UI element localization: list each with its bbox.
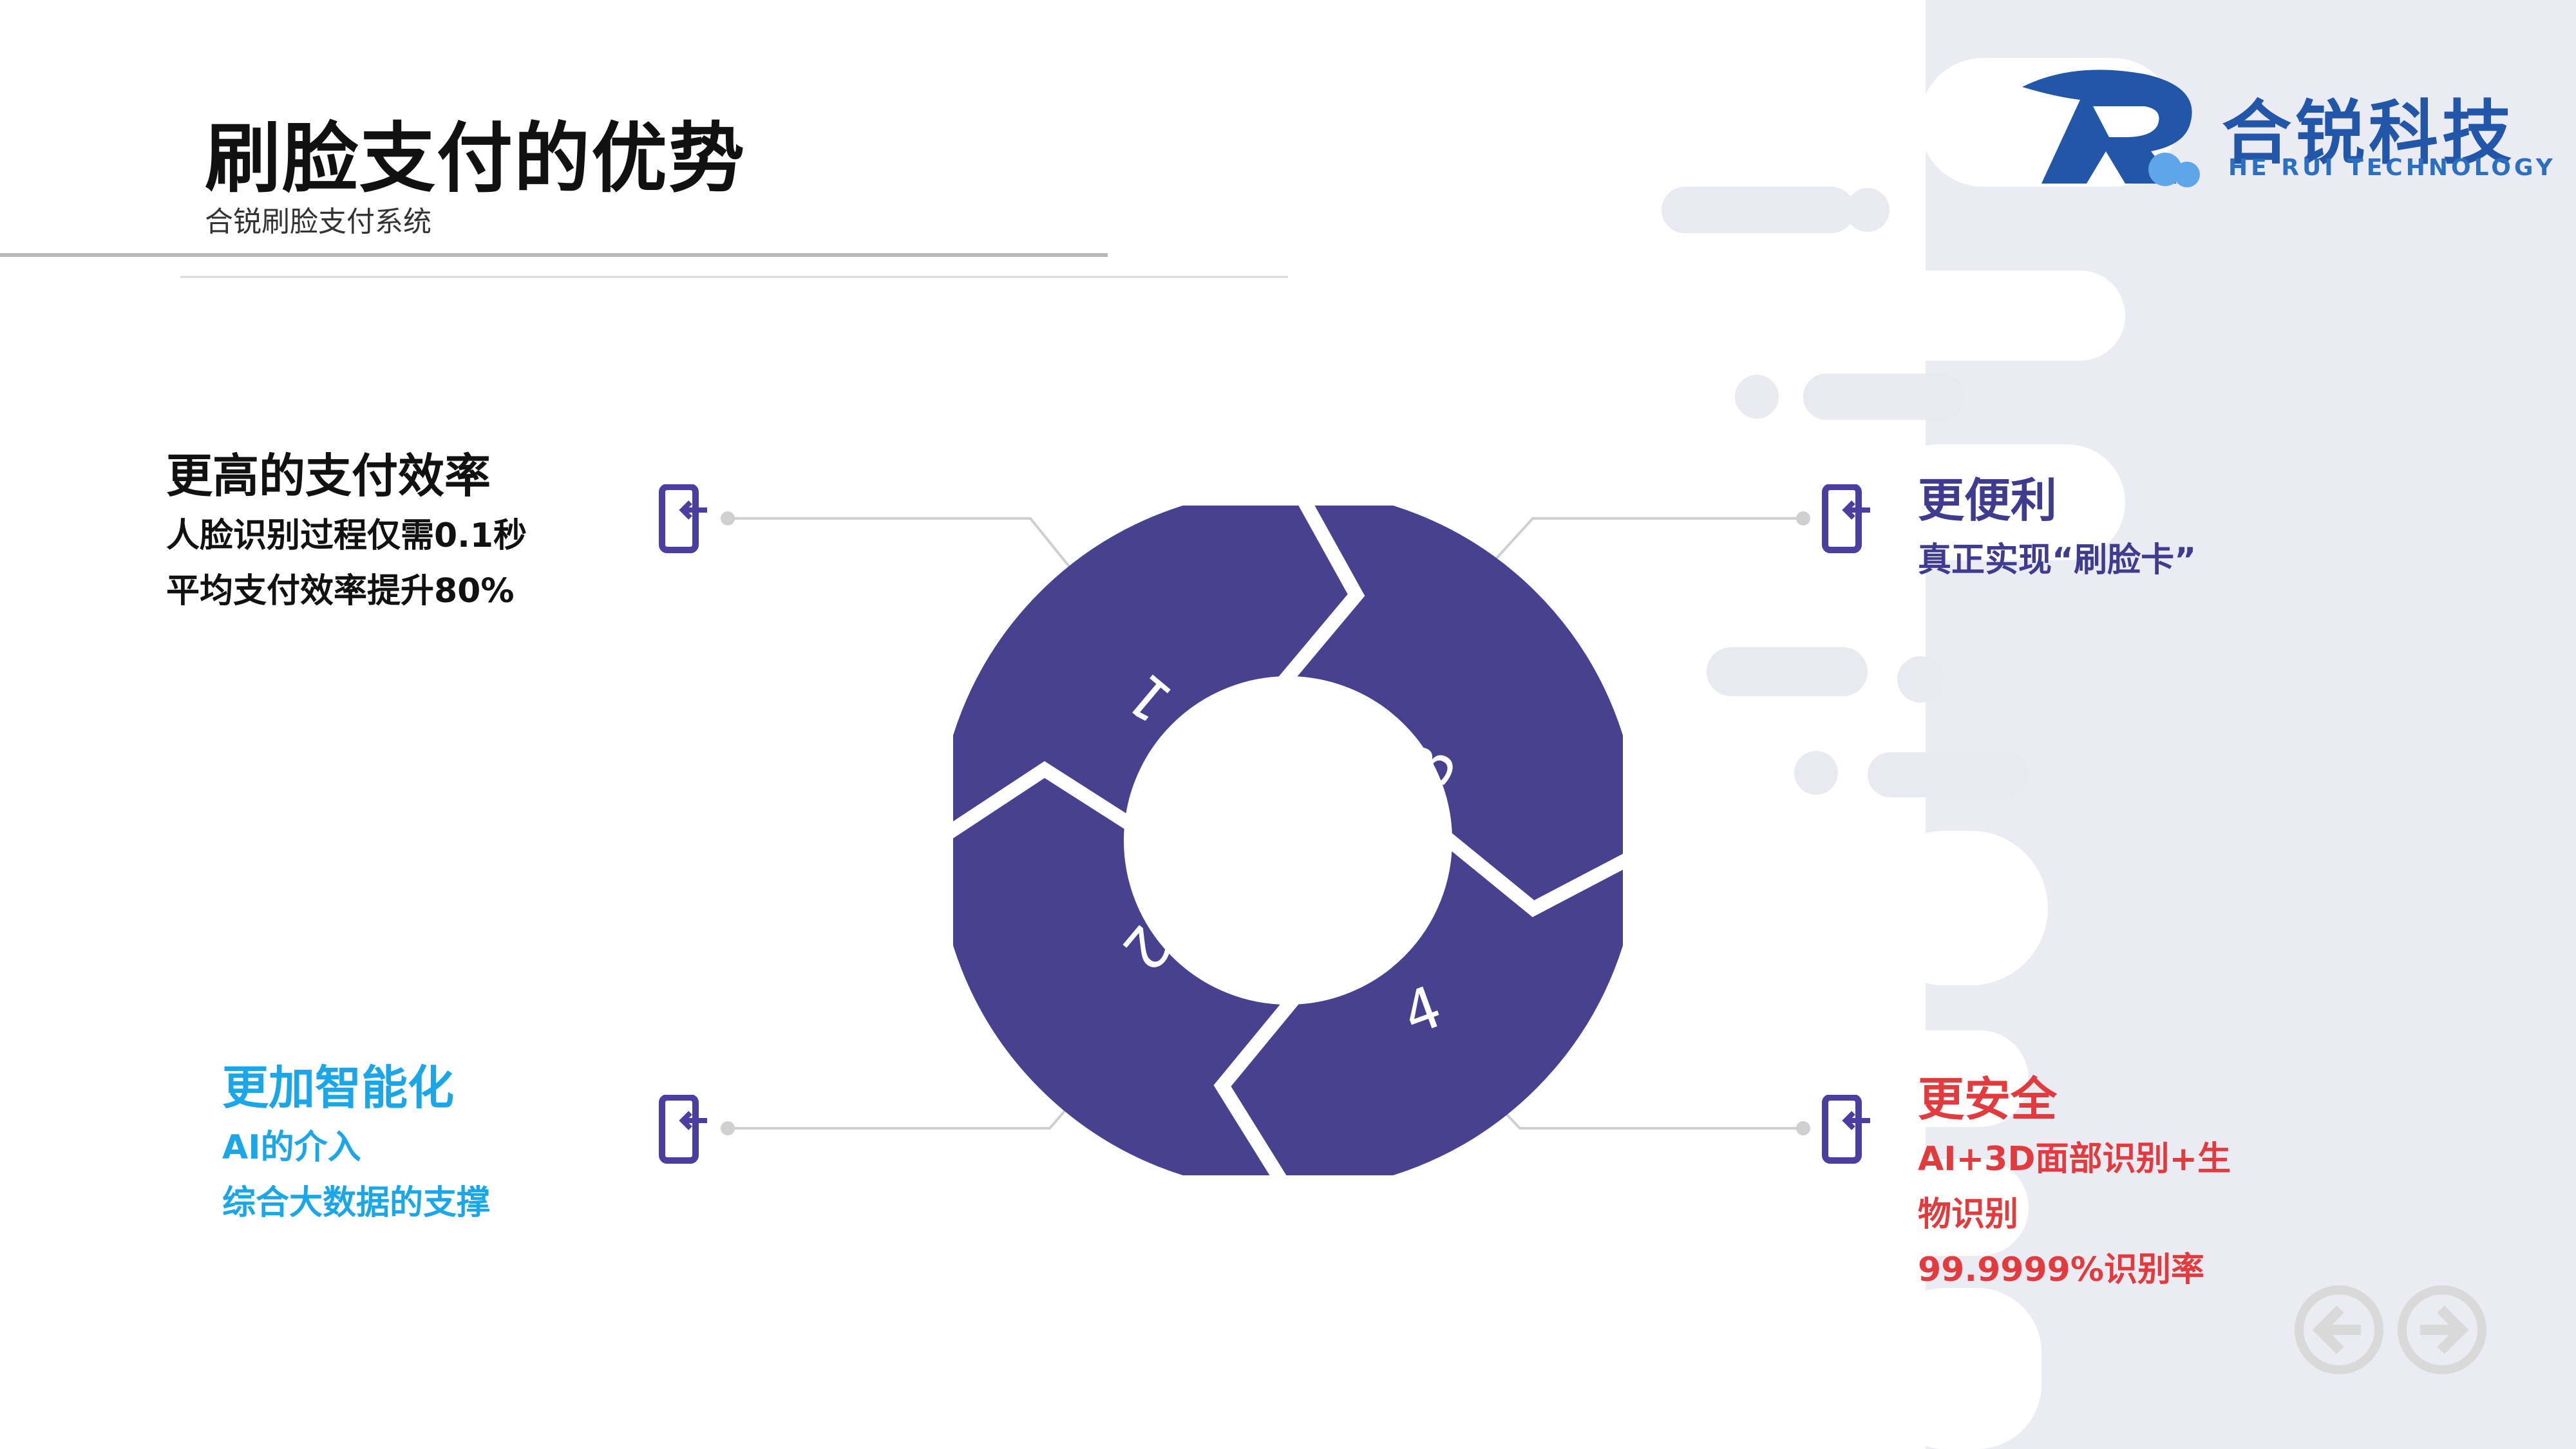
advantage-line: 物识别	[1918, 1195, 2019, 1234]
advantage-title: 更安全	[1918, 1072, 2058, 1126]
company-logo-mark	[2022, 70, 2200, 187]
advantage-item-1: 更高的支付效率 人脸识别过程仅需0.1秒 平均支付效率提升80%	[166, 438, 527, 619]
phone-icon	[1822, 484, 1870, 553]
page-title: 刷脸支付的优势	[205, 114, 746, 203]
advantage-line: 真正实现“刷脸卡”	[1918, 541, 2197, 580]
advantage-line: 平均支付效率提升80%	[166, 572, 515, 611]
advantage-title: 更加智能化	[222, 1061, 455, 1115]
advantage-line: 人脸识别过程仅需0.1秒	[166, 516, 527, 555]
ring-divider-right	[1441, 831, 1623, 918]
cycle-ring-diagram: 1 2 3 4	[953, 506, 1623, 1175]
ring-divider-bottom	[1213, 994, 1300, 1175]
ring-divider-top	[1277, 506, 1365, 688]
advantage-line: AI+3D面部识别+生	[1918, 1140, 2231, 1179]
advantage-line: 综合大数据的支撑	[222, 1184, 491, 1222]
ring-body	[953, 506, 1623, 1175]
page-subtitle: 合锐刷脸支付系统	[205, 205, 431, 238]
advantage-item-3: 更加智能化 AI的介入 综合大数据的支撑	[222, 1050, 490, 1231]
advantage-line: 99.9999%识别率	[1918, 1251, 2204, 1289]
arrow-right-icon[interactable]	[2397, 1285, 2487, 1375]
advantage-line: AI的介入	[222, 1128, 361, 1167]
ring-divider-left	[953, 761, 1134, 838]
advantage-item-2: 更便利 真正实现“刷脸卡”	[1918, 462, 2196, 588]
advantage-title: 更便利	[1918, 473, 2058, 527]
advantage-item-4: 更安全 AI+3D面部识别+生 物识别 99.9999%识别率	[1918, 1061, 2231, 1298]
phone-icon	[659, 484, 707, 553]
logo-chinese-text: 合锐科技	[2222, 93, 2516, 174]
advantage-title: 更高的支付效率	[166, 449, 491, 503]
logo-english-text: HE RUI TECHNOLOGY	[2228, 155, 2556, 181]
arrow-left-icon[interactable]	[2294, 1285, 2384, 1375]
phone-icon	[1822, 1095, 1870, 1164]
phone-icon	[659, 1095, 707, 1164]
